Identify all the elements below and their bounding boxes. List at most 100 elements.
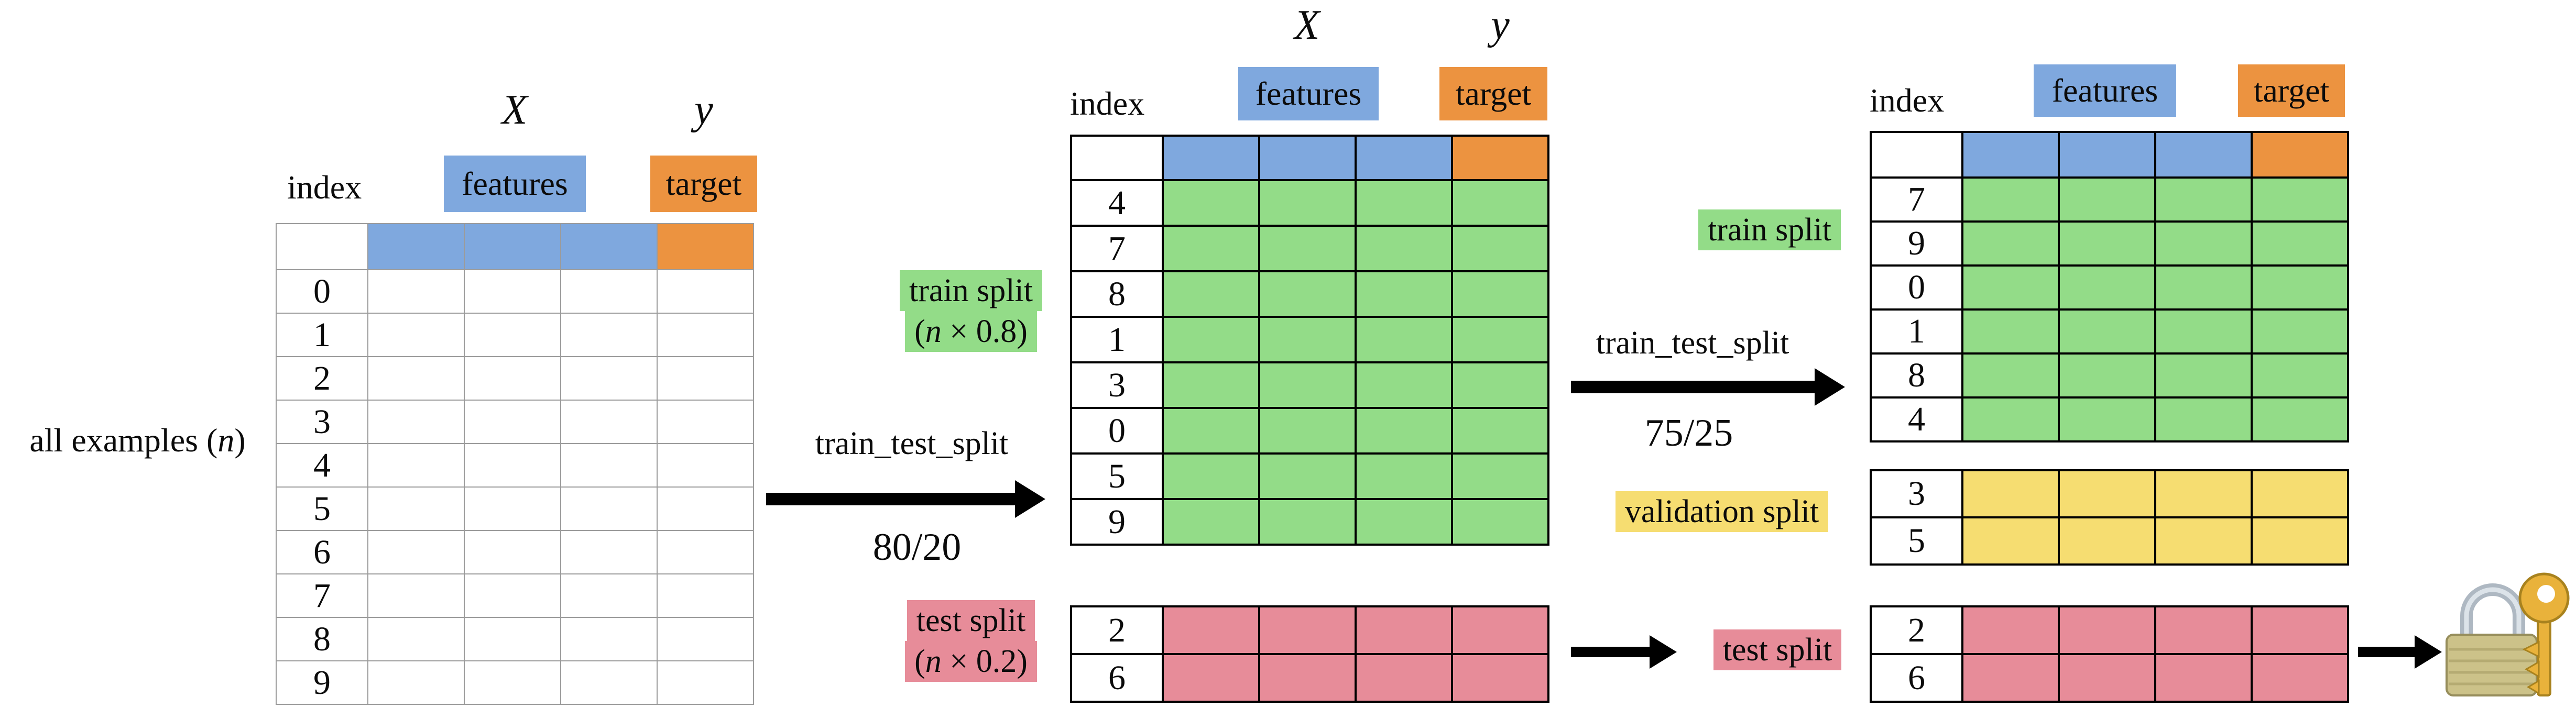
feature-header-cell bbox=[561, 224, 658, 270]
data-cell bbox=[2060, 267, 2156, 311]
test-split-callout-middle: test split (n × 0.2) bbox=[865, 600, 1077, 682]
row-index-cell: 4 bbox=[277, 444, 368, 488]
data-cell bbox=[465, 314, 561, 357]
data-cell bbox=[658, 314, 754, 357]
split-arrow-1 bbox=[766, 493, 1015, 505]
index-column-label-middle: index bbox=[1070, 85, 1145, 122]
row-index-cell: 3 bbox=[1072, 363, 1164, 409]
data-cell bbox=[1963, 471, 2060, 518]
data-cell bbox=[1357, 500, 1453, 546]
validation-split-callout: validation split bbox=[1596, 491, 1848, 532]
data-cell bbox=[1963, 311, 2060, 355]
data-cell bbox=[1260, 272, 1357, 318]
table-row: 8 bbox=[277, 618, 754, 661]
lock-flow-arrow bbox=[2358, 647, 2415, 657]
table-header-row bbox=[1872, 133, 2349, 179]
table-row: 9 bbox=[277, 661, 754, 705]
row-index-cell: 5 bbox=[277, 488, 368, 531]
data-cell bbox=[2156, 311, 2253, 355]
train-test-split-function-label-1: train_test_split bbox=[815, 426, 1009, 461]
row-index-cell: 7 bbox=[1872, 179, 1963, 223]
data-cell bbox=[1357, 181, 1453, 227]
data-cell bbox=[2253, 471, 2349, 518]
x-matrix-label: X bbox=[501, 87, 528, 133]
row-index-cell: 9 bbox=[1872, 223, 1963, 267]
train-split-label-right: train split bbox=[1698, 209, 1841, 250]
row-index-cell: 4 bbox=[1072, 181, 1164, 227]
table-row: 4 bbox=[1072, 181, 1549, 227]
data-cell bbox=[1963, 607, 2060, 655]
table-row: 1 bbox=[1072, 318, 1549, 363]
table-row: 9 bbox=[1872, 223, 2349, 267]
row-index-cell: 2 bbox=[1872, 607, 1963, 655]
validation-split-label: validation split bbox=[1615, 491, 1829, 532]
table-row: 8 bbox=[1872, 355, 2349, 399]
lock-flow-arrow-head bbox=[2415, 635, 2442, 669]
row-index-cell: 8 bbox=[1872, 355, 1963, 399]
data-cell bbox=[2060, 607, 2156, 655]
data-cell bbox=[2253, 223, 2349, 267]
table-row: 7 bbox=[277, 574, 754, 618]
table-header-row bbox=[1072, 137, 1549, 181]
data-cell bbox=[2060, 655, 2156, 703]
data-cell bbox=[658, 618, 754, 661]
data-cell bbox=[1260, 363, 1357, 409]
data-cell bbox=[2253, 399, 2349, 442]
row-index-cell: 7 bbox=[277, 574, 368, 618]
data-cell bbox=[1260, 409, 1357, 455]
data-cell bbox=[2060, 399, 2156, 442]
train-split-callout-right: train split bbox=[1691, 209, 1848, 250]
row-index-cell: 3 bbox=[277, 401, 368, 444]
data-cell bbox=[1357, 363, 1453, 409]
table-row: 6 bbox=[1072, 655, 1549, 703]
split-ratio-label-2: 75/25 bbox=[1644, 412, 1733, 455]
data-cell bbox=[2060, 471, 2156, 518]
data-cell bbox=[1164, 363, 1260, 409]
target-header-cell bbox=[1453, 137, 1549, 181]
data-cell bbox=[2156, 655, 2253, 703]
data-cell bbox=[561, 488, 658, 531]
train-split-fraction: (n × 0.8) bbox=[905, 311, 1037, 352]
y-vector-label: y bbox=[694, 87, 713, 133]
data-cell bbox=[2060, 223, 2156, 267]
data-cell bbox=[561, 574, 658, 618]
feature-header-cell bbox=[1260, 137, 1357, 181]
data-cell bbox=[465, 401, 561, 444]
table-row: 7 bbox=[1872, 179, 2349, 223]
row-index-cell: 0 bbox=[277, 270, 368, 314]
data-cell bbox=[1260, 500, 1357, 546]
data-cell bbox=[658, 661, 754, 705]
data-cell bbox=[1164, 272, 1260, 318]
features-header-badge-right: features bbox=[2034, 64, 2176, 117]
data-cell bbox=[1963, 179, 2060, 223]
data-cell bbox=[2253, 518, 2349, 566]
row-index-cell: 8 bbox=[1072, 272, 1164, 318]
row-index-cell: 4 bbox=[1872, 399, 1963, 442]
row-index-cell: 1 bbox=[277, 314, 368, 357]
data-cell bbox=[2253, 179, 2349, 223]
data-cell bbox=[658, 488, 754, 531]
data-cell bbox=[1453, 363, 1549, 409]
data-cell bbox=[1963, 223, 2060, 267]
data-cell bbox=[368, 270, 465, 314]
lock-with-key-icon bbox=[2446, 572, 2570, 696]
data-cell bbox=[2156, 607, 2253, 655]
train-split-label: train split bbox=[900, 270, 1042, 311]
index-column-label: index bbox=[287, 169, 362, 206]
row-index-cell: 5 bbox=[1072, 455, 1164, 500]
data-cell bbox=[1260, 181, 1357, 227]
data-cell bbox=[561, 314, 658, 357]
table-row: 3 bbox=[277, 401, 754, 444]
data-cell bbox=[1357, 455, 1453, 500]
header-index-cell bbox=[1072, 137, 1164, 181]
data-cell bbox=[1164, 227, 1260, 272]
row-index-cell: 1 bbox=[1072, 318, 1164, 363]
split-arrow-2-head bbox=[1815, 368, 1845, 406]
data-cell bbox=[1963, 267, 2060, 311]
data-cell bbox=[1357, 318, 1453, 363]
train-test-split-function-label-2: train_test_split bbox=[1596, 325, 1789, 361]
data-cell bbox=[1164, 655, 1260, 703]
table-row: 6 bbox=[1872, 655, 2349, 703]
